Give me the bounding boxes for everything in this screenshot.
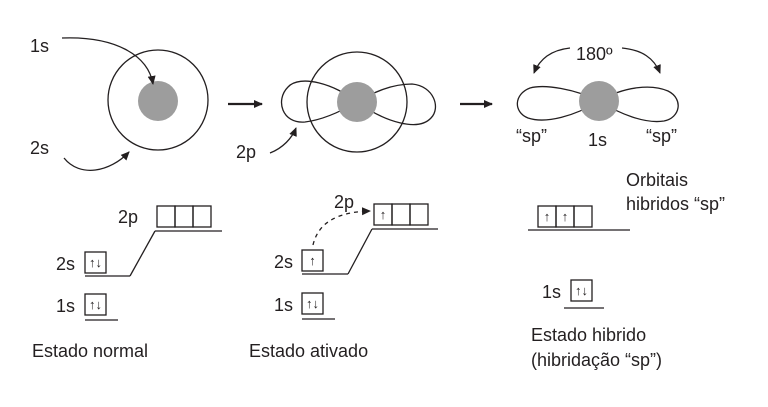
electrons-hybrid-1s: ↑↓ [575, 283, 588, 298]
electrons-activated-1s: ↑↓ [306, 296, 319, 311]
nucleus-1s [579, 81, 619, 121]
atom-normal [61, 37, 209, 171]
electrons-normal-1s: ↑↓ [89, 297, 102, 312]
box-2p-2 [391, 203, 411, 226]
box-2p-3 [409, 203, 429, 226]
normal-2p-label: 2p [118, 207, 138, 227]
label-1s: 1s [30, 36, 49, 56]
label-2s: 2s [30, 138, 49, 158]
sp-left-label: “sp” [516, 126, 547, 146]
box-1s [301, 292, 324, 315]
orbital-2s-shell [306, 51, 408, 153]
sp-right-label: “sp” [646, 126, 677, 146]
pointer-1s-arrow [61, 37, 156, 85]
atom-hybrid [516, 47, 679, 123]
electron-hybrid-sp-2: ↑ [562, 209, 569, 224]
orbital-2s-shell [107, 49, 209, 151]
label-2p: 2p [236, 142, 256, 162]
box-2s [84, 251, 107, 274]
box-2s [301, 249, 324, 272]
angle-label: 180º [576, 44, 613, 64]
nucleus-1s [138, 81, 178, 121]
pointer-2p-arrow [269, 127, 297, 154]
electron-activated-2p: ↑ [380, 207, 387, 222]
box-1s [84, 293, 107, 316]
box-2p-1 [156, 205, 176, 228]
normal-2s-label: 2s [56, 254, 75, 274]
atom-activated [269, 51, 436, 154]
hybrid-title-line2: hibridos “sp” [626, 194, 725, 214]
pointer-2s-arrow [63, 151, 130, 171]
angle-arrow-right [621, 47, 661, 74]
box-2p-3 [192, 205, 212, 228]
angle-arrow-left [533, 47, 571, 74]
energy-diagram-activated [301, 203, 438, 320]
electron-activated-2s: ↑ [309, 253, 316, 268]
energy-diagram-hybrid [528, 205, 630, 309]
center-1s-label: 1s [588, 130, 607, 150]
box-1s [570, 279, 593, 302]
normal-1s-label: 1s [56, 296, 75, 316]
hybrid-title-line1: Orbitais [626, 170, 688, 190]
energy-diagram-normal [84, 205, 222, 321]
electron-hybrid-sp-1: ↑ [544, 209, 551, 224]
hybrid-1s-label: 1s [542, 282, 561, 302]
activated-caption: Estado ativado [249, 341, 368, 361]
activated-2s-label: 2s [274, 252, 293, 272]
hybrid-caption-line2: (hibridação “sp”) [531, 350, 662, 370]
box-sp-3 [573, 205, 593, 228]
promotion-arrow [312, 207, 371, 246]
level-connector [129, 230, 156, 277]
nucleus-1s [337, 82, 377, 122]
box-2p-2 [174, 205, 194, 228]
electrons-normal-2s: ↑↓ [89, 255, 102, 270]
normal-caption: Estado normal [32, 341, 148, 361]
activated-2p-label: 2p [334, 192, 354, 212]
level-connector [347, 228, 373, 275]
hybrid-caption-line1: Estado hibrido [531, 325, 646, 345]
activated-1s-label: 1s [274, 295, 293, 315]
